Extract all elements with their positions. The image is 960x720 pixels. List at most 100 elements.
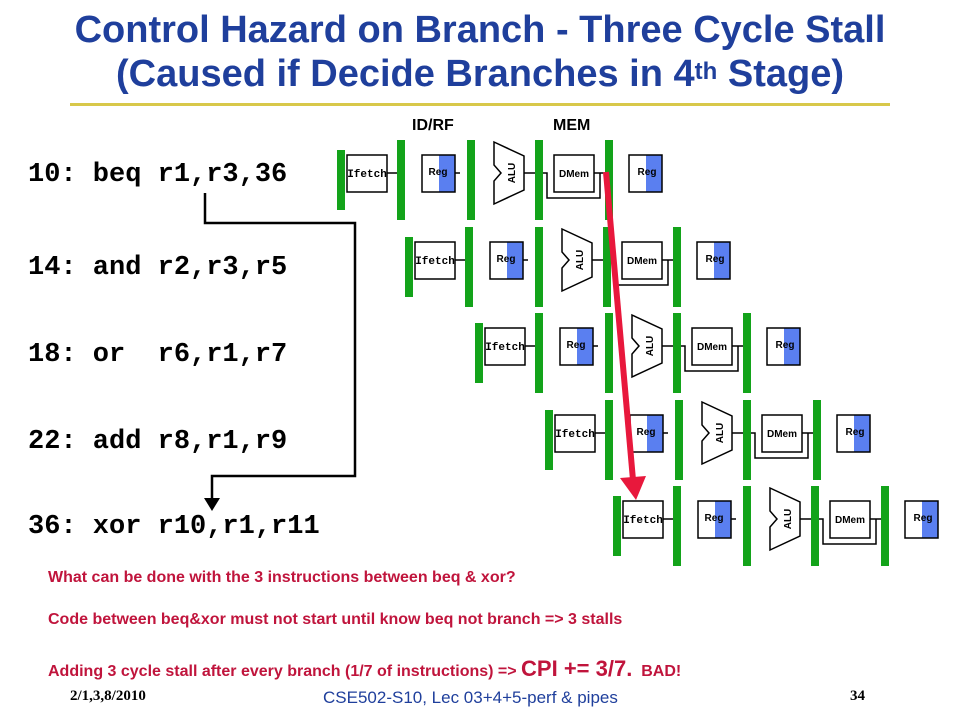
reg-label: Reg — [497, 254, 516, 265]
pipeline-latch — [337, 150, 345, 210]
wb-reg-label: Reg — [914, 513, 933, 524]
wb-reg-label: Reg — [706, 254, 725, 265]
hazard-arrow-line — [603, 171, 636, 481]
ifetch-box — [554, 414, 596, 453]
wb-reg-right — [646, 155, 662, 192]
wb-reg-right — [784, 328, 800, 365]
reg-box — [559, 327, 594, 366]
wb-reg-right — [922, 501, 938, 538]
dmem-bypass-wire — [751, 432, 809, 459]
pipeline-latch — [475, 323, 483, 383]
title-line2-prefix: (Caused if Decide Branches in 4 — [116, 53, 695, 95]
ifetch-box — [346, 154, 388, 193]
dmem-label: DMem — [559, 169, 589, 180]
pipeline-latch — [603, 227, 611, 307]
wb-reg-label: Reg — [846, 427, 865, 438]
reg-label: Reg — [429, 167, 448, 178]
footer-course: CSE502-S10, Lec 03+4+5-perf & pipes — [323, 688, 618, 707]
reg-box — [489, 241, 524, 280]
reg-box-left — [698, 501, 715, 538]
pipeline-latch — [465, 227, 473, 307]
title-underline — [70, 103, 890, 106]
wb-reg-label: Reg — [776, 340, 795, 351]
wb-reg-right — [714, 242, 730, 279]
reg-box-left — [560, 328, 577, 365]
wb-reg-left — [697, 242, 714, 279]
pipeline-latch — [743, 486, 751, 566]
dmem-box — [761, 414, 803, 453]
reg-box-left — [630, 415, 647, 452]
title-superscript: th — [694, 58, 718, 85]
stage-label-mem: MEM — [553, 117, 591, 134]
reg-box — [421, 154, 456, 193]
pipeline-latch — [881, 486, 889, 566]
instruction-xor: 36: xor r10,r1,r11 — [28, 512, 320, 542]
alu-shape — [493, 140, 525, 206]
ifetch-label: Ifetch — [485, 342, 525, 354]
note-bad: BAD! — [641, 663, 682, 680]
wb-reg-left — [767, 328, 784, 365]
pipeline-latch — [605, 400, 613, 480]
reg-box-left — [422, 155, 439, 192]
pipeline-latch — [811, 486, 819, 566]
alu-label: ALU — [715, 423, 726, 444]
instruction-add: 22: add r8,r1,r9 — [28, 427, 288, 457]
dmem-label: DMem — [767, 429, 797, 440]
wb-reg-box — [904, 500, 939, 539]
alu-label: ALU — [575, 250, 586, 271]
pipeline-latch — [673, 486, 681, 566]
ifetch-label: Ifetch — [555, 429, 595, 441]
reg-box-right — [715, 501, 731, 538]
pipeline-row-4: Ifetch Reg ALU DMem Reg — [545, 400, 871, 480]
pipeline-latch — [743, 400, 751, 480]
note-cpi: Adding 3 cycle stall after every branch … — [48, 656, 681, 682]
footer-page-number: 34 — [850, 688, 865, 704]
reg-label: Reg — [567, 340, 586, 351]
pipeline-latch — [535, 227, 543, 307]
wb-reg-box — [836, 414, 871, 453]
wb-reg-right — [854, 415, 870, 452]
instruction-or: 18: or r6,r1,r7 — [28, 340, 288, 370]
wb-reg-box — [628, 154, 663, 193]
pipeline-latch — [467, 140, 475, 220]
ifetch-box — [484, 327, 526, 366]
note-question: What can be done with the 3 instructions… — [48, 569, 516, 586]
dmem-bypass-wire — [543, 172, 601, 199]
pipeline-latch — [535, 140, 543, 220]
wb-reg-box — [766, 327, 801, 366]
alu-shape — [769, 486, 801, 552]
pipeline-latch — [675, 400, 683, 480]
pipeline-latch — [545, 410, 553, 470]
pipeline-latch — [397, 140, 405, 220]
ifetch-label: Ifetch — [347, 169, 387, 181]
dmem-bypass-wire — [819, 518, 877, 545]
dmem-box — [691, 327, 733, 366]
reg-label: Reg — [705, 513, 724, 524]
wb-reg-label: Reg — [638, 167, 657, 178]
reg-label: Reg — [637, 427, 656, 438]
alu-shape — [701, 400, 733, 466]
wb-reg-left — [905, 501, 922, 538]
ifetch-label: Ifetch — [623, 515, 663, 527]
stage-label-idrf: ID/RF — [412, 117, 454, 134]
alu-label: ALU — [645, 336, 656, 357]
pipeline-latch — [673, 313, 681, 393]
pipeline-latch — [743, 313, 751, 393]
pipeline-latch — [673, 227, 681, 307]
note-stalls: Code between beq&xor must not start unti… — [48, 611, 623, 628]
alu-shape — [631, 313, 663, 379]
instruction-beq: 10: beq r1,r3,36 — [28, 160, 288, 190]
title-line2-suffix: Stage) — [717, 53, 844, 95]
dmem-box — [553, 154, 595, 193]
reg-box-right — [507, 242, 523, 279]
ifetch-box — [414, 241, 456, 280]
alu-label: ALU — [507, 163, 518, 184]
pipeline-latch — [535, 313, 543, 393]
pipeline-latch — [605, 313, 613, 393]
dmem-label: DMem — [697, 342, 727, 353]
wb-reg-left — [837, 415, 854, 452]
reg-box-right — [577, 328, 593, 365]
ifetch-box — [622, 500, 664, 539]
